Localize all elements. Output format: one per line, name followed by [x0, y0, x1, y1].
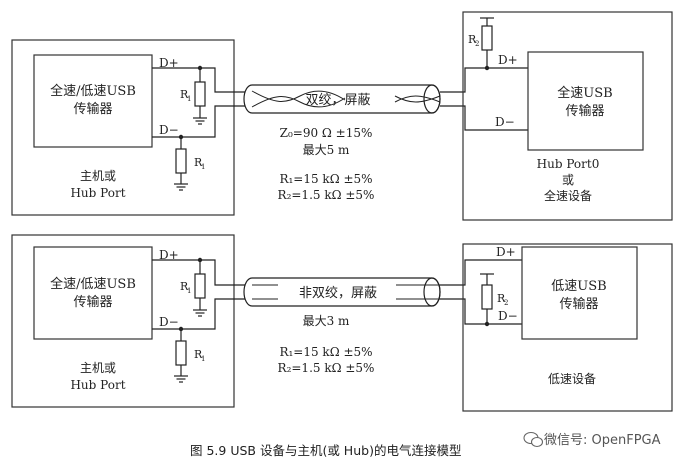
top-host-dplus-wire — [152, 67, 248, 93]
svg-text:1: 1 — [201, 163, 205, 171]
bottom-r1-lower — [175, 340, 187, 366]
bottom-host-dplus: D+ — [159, 248, 179, 262]
top-host-dminus: D− — [159, 123, 179, 137]
bottom-r1-value: R₁=15 kΩ ±5% — [279, 345, 372, 359]
bottom-host-box-line1: 全速/低速USB — [50, 276, 136, 292]
figure-caption: 图 5.9 USB 设备与主机(或 Hub)的电气连接模型 — [190, 443, 461, 458]
bottom-max-length: 最大3 m — [303, 314, 350, 328]
bottom-dev-dplus-wire — [440, 259, 522, 286]
bottom-host-frame — [11, 234, 235, 408]
bottom-dev-label: 低速设备 — [548, 372, 596, 386]
bottom-dev-dplus: D+ — [496, 245, 516, 259]
top-r2-value: R₂=1.5 kΩ ±5% — [278, 188, 375, 202]
bottom-panel: 全速/低速USB 传输器 主机或 Hub Port D+ D− R 1 R 1 … — [11, 234, 673, 412]
top-dev-box-line2: 传输器 — [565, 103, 604, 119]
bottom-r2-label: R — [497, 292, 506, 305]
top-host-dplus: D+ — [159, 56, 179, 70]
bottom-dev-box-line1: 低速USB — [551, 279, 606, 294]
top-host-frame — [11, 39, 235, 216]
top-dev-dminus: D− — [495, 115, 515, 129]
svg-text:2: 2 — [504, 299, 508, 307]
bottom-r1-upper — [194, 273, 206, 299]
top-r1-value: R₁=15 kΩ ±5% — [279, 172, 372, 186]
bottom-dev-box-line2: 传输器 — [559, 296, 598, 312]
top-dev-label-line2: 或 — [562, 173, 574, 187]
top-panel: 全速/低速USB 传输器 主机或 Hub Port D+ D− R 1 R 1 — [11, 11, 673, 221]
bottom-r2 — [481, 284, 493, 310]
watermark: 微信号: OpenFPGA — [523, 431, 661, 448]
bottom-host-dminus-wire — [152, 298, 248, 330]
bottom-cable-label: 非双绞，屏蔽 — [299, 285, 377, 301]
svg-text:1: 1 — [201, 355, 205, 363]
bottom-host-label-line2: Hub Port — [70, 378, 125, 392]
bottom-host-dminus: D− — [159, 315, 179, 329]
top-r1-lower-label: R — [194, 156, 203, 169]
bottom-host-label-line1: 主机或 — [80, 361, 116, 375]
bottom-device-transceiver — [521, 246, 638, 340]
bottom-host-dplus-wire — [152, 259, 248, 286]
top-cable-label: 双绞，屏蔽 — [305, 92, 370, 108]
top-host-box-line2: 传输器 — [73, 101, 112, 117]
svg-text:2: 2 — [475, 40, 479, 48]
top-r1-upper-label: R — [180, 88, 189, 101]
bottom-r2-value: R₂=1.5 kΩ ±5% — [278, 361, 375, 375]
top-r1-lower — [175, 148, 187, 174]
top-host-box-line1: 全速/低速USB — [50, 83, 136, 99]
top-host-label-line2: Hub Port — [70, 186, 125, 200]
top-dev-label-line3: 全速设备 — [544, 188, 592, 203]
bottom-device-frame — [462, 243, 673, 412]
svg-text:1: 1 — [187, 95, 191, 103]
bottom-dev-dminus-wire — [440, 298, 522, 325]
top-host-dminus-wire — [152, 105, 248, 138]
top-device-transceiver — [527, 51, 644, 151]
top-r1-upper — [194, 81, 206, 107]
top-device-frame — [462, 11, 673, 221]
top-dev-dplus: D+ — [498, 53, 518, 67]
top-max-length: 最大5 m — [303, 143, 350, 157]
top-host-transceiver — [33, 54, 153, 148]
top-dev-dminus-wire — [440, 105, 528, 131]
watermark-text: 微信号: OpenFPGA — [544, 433, 661, 448]
top-host-label-line1: 主机或 — [80, 169, 116, 183]
bottom-r1-lower-label: R — [194, 348, 203, 361]
top-dev-label-line1: Hub Port0 — [537, 157, 600, 171]
top-dev-box-line1: 全速USB — [557, 85, 612, 101]
bottom-dev-dminus: D− — [498, 309, 518, 323]
wechat-icon — [523, 431, 544, 448]
top-impedance: Z₀=90 Ω ±15% — [280, 126, 373, 140]
bottom-r1-upper-label: R — [180, 280, 189, 293]
top-r2 — [481, 25, 493, 51]
top-dev-dplus-wire — [440, 67, 528, 93]
bottom-host-transceiver — [33, 246, 153, 340]
bottom-host-box-line2: 传输器 — [73, 294, 112, 310]
top-r2-label: R — [468, 33, 477, 46]
svg-text:1: 1 — [187, 287, 191, 295]
